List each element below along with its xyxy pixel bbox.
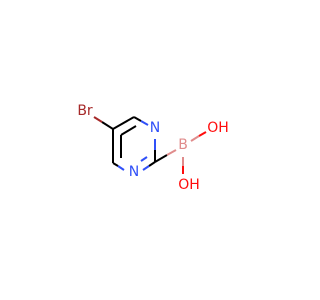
bond-n1-c6-dark	[112, 162, 119, 167]
bond-b-o-upper-o	[198, 131, 207, 137]
bond-c4-n3	[140, 120, 149, 126]
atom-n1: N	[150, 120, 160, 136]
bond-n1-c6-colored	[117, 165, 125, 171]
atom-b: B	[178, 137, 188, 153]
bond-c5-c4	[112, 116, 135, 130]
substituent-bonds	[93, 116, 207, 174]
atom-br: Br	[77, 103, 93, 119]
bond-c2-b-colored	[166, 149, 177, 156]
bond-c2-n1-inner	[140, 156, 148, 162]
bond-c5-br-colored	[93, 116, 103, 123]
atom-labels: Br N N B OH OH	[77, 103, 228, 193]
pyrimidine-ring	[112, 116, 156, 171]
bond-c2-b-dark	[154, 154, 168, 163]
bond-c5-br-dark	[101, 121, 114, 130]
bond-c2-n1-colored	[142, 165, 150, 171]
bond-c4-n3-dark	[133, 116, 142, 122]
bond-c5-c4-inner	[120, 125, 137, 136]
atom-oh-upper: OH	[207, 120, 229, 136]
bond-b-o-upper-b	[190, 135, 200, 142]
molecule-diagram: Br N N B OH OH	[77, 103, 228, 193]
atom-oh-lower: OH	[178, 177, 200, 193]
atom-n3: N	[129, 164, 139, 180]
bond-c2-n1-dark	[148, 161, 156, 167]
